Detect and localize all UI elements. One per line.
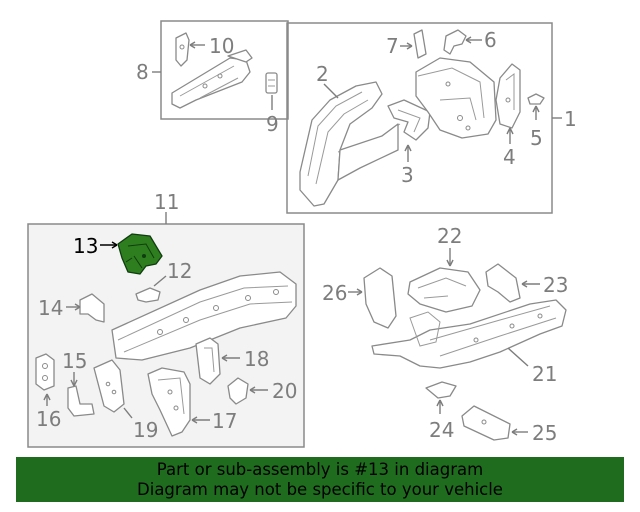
callout-23: 23 (543, 273, 568, 297)
part-6-bracket (443, 29, 467, 55)
part-17-pillar (147, 367, 191, 437)
callout-2: 2 (316, 62, 329, 86)
part-21-frame (371, 299, 567, 369)
banner-line-1: Part or sub-assembly is #13 in diagram (156, 460, 484, 479)
leader-21 (507, 347, 529, 367)
part-3-brace (387, 99, 431, 141)
part-23-bracket (485, 263, 521, 303)
callout-22: 22 (437, 224, 462, 248)
leader-12 (153, 275, 167, 287)
callout-1: 1 (564, 107, 577, 131)
callout-20: 20 (272, 379, 297, 403)
part-12-bracket (135, 287, 161, 303)
callout-11: 11 (154, 190, 179, 214)
callout-24: 24 (429, 418, 454, 442)
part-7-plate (413, 29, 427, 59)
part-22-crossmember (407, 267, 481, 313)
banner-line-2: Diagram may not be specific to your vehi… (137, 480, 503, 499)
callout-15: 15 (62, 349, 87, 373)
callout-9: 9 (266, 112, 279, 136)
callout-13: 13 (73, 234, 98, 258)
part-8-rail (171, 49, 253, 109)
part-5-clip (527, 93, 545, 105)
leader-19 (123, 407, 133, 419)
callout-14: 14 (38, 296, 63, 320)
part-19-panel (93, 359, 125, 413)
callout-6: 6 (484, 28, 497, 52)
part-10-bracket (175, 32, 190, 67)
callout-10: 10 (209, 34, 234, 58)
part-2-wheelhouse (299, 81, 401, 207)
leader-2 (323, 83, 339, 99)
part-20-bracket (227, 377, 249, 405)
part-26-panel (363, 267, 397, 329)
callout-21: 21 (532, 362, 557, 386)
part-4-panel (495, 63, 521, 129)
callout-16: 16 (36, 407, 61, 431)
part-9-clip (265, 72, 278, 94)
part-25-bracket (461, 405, 511, 441)
callout-7: 7 (386, 34, 399, 58)
callout-25: 25 (532, 421, 557, 445)
part-shock-tower (415, 57, 497, 139)
callout-12: 12 (167, 259, 192, 283)
part-16-plate (35, 353, 55, 391)
callout-3: 3 (401, 163, 414, 187)
part-24-bracket (425, 381, 457, 399)
group-box-8 (160, 20, 289, 120)
callout-19: 19 (133, 418, 158, 442)
callout-8: 8 (136, 60, 149, 84)
callout-5: 5 (530, 126, 543, 150)
callout-4: 4 (503, 145, 516, 169)
parts-diagram: 10 8 9 2 3 7 6 4 (27, 20, 577, 448)
callout-18: 18 (244, 347, 269, 371)
callout-26: 26 (322, 281, 347, 305)
part-frame-rail (111, 271, 297, 361)
part-15-bracket (67, 385, 95, 417)
part-14-bracket (79, 293, 105, 323)
part-13-highlighted (117, 233, 163, 275)
part-18-bracket (195, 337, 221, 385)
callout-17: 17 (212, 409, 237, 433)
info-banner: Part or sub-assembly is #13 in diagram D… (16, 457, 624, 502)
